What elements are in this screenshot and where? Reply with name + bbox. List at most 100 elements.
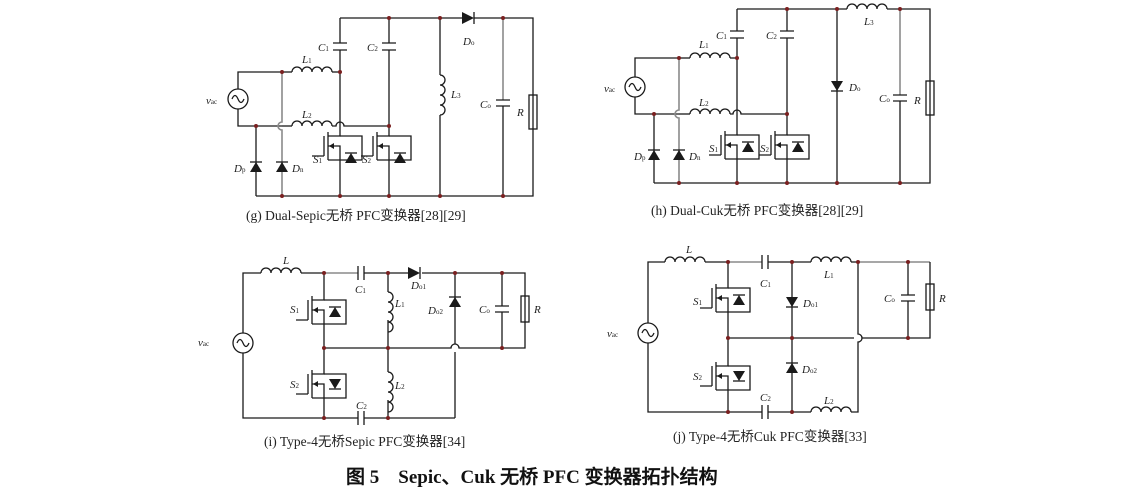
svg-text:Do2: Do2 xyxy=(427,305,443,317)
resistor-r-icon xyxy=(925,283,935,311)
svg-text:L2: L2 xyxy=(698,97,709,109)
svg-text:L1: L1 xyxy=(394,298,405,310)
svg-text:R: R xyxy=(516,107,524,119)
diode-dn-icon xyxy=(275,161,289,173)
body-diode-s1-icon xyxy=(328,306,342,318)
inductor-l-icon xyxy=(260,267,302,274)
svg-text:S2: S2 xyxy=(290,379,300,391)
inductor-l1-icon xyxy=(810,256,852,263)
svg-text:Dn: Dn xyxy=(688,151,701,163)
svg-text:Dn: Dn xyxy=(291,163,304,175)
inductor-l1-icon xyxy=(387,291,394,333)
ac-source-icon xyxy=(624,76,646,98)
inductor-l1-icon xyxy=(291,66,333,73)
svg-text:vac: vac xyxy=(607,328,618,340)
figure-title: 图 5 Sepic、Cuk 无桥 PFC 变换器拓扑结构 xyxy=(346,465,718,488)
caption-h: (h) Dual-Cuk无桥 PFC变换器[28][29] xyxy=(651,203,863,218)
resistor-r-icon xyxy=(528,94,538,130)
body-diode-s1-icon xyxy=(741,141,755,153)
svg-text:S1: S1 xyxy=(709,143,719,155)
svg-text:L2: L2 xyxy=(394,380,405,392)
diode-do-icon xyxy=(830,80,844,92)
diode-do2-icon xyxy=(448,296,462,308)
svg-text:Co: Co xyxy=(879,93,890,105)
diode-do1-icon xyxy=(407,266,421,280)
diode-do2-icon xyxy=(785,362,799,374)
inductor-l2-icon xyxy=(810,406,852,413)
svg-text:Do2: Do2 xyxy=(801,364,817,376)
caption-i: (i) Type-4无桥Sepic PFC变换器[34] xyxy=(264,434,465,449)
svg-text:L2: L2 xyxy=(823,395,834,407)
caption-g: (g) Dual-Sepic无桥 PFC变换器[28][29] xyxy=(246,208,466,223)
svg-text:L2: L2 xyxy=(301,109,312,121)
svg-text:R: R xyxy=(533,304,541,316)
svg-text:Dp: Dp xyxy=(633,151,646,163)
inductor-l1-icon xyxy=(689,52,731,59)
svg-text:S1: S1 xyxy=(693,296,703,308)
svg-text:S2: S2 xyxy=(760,143,770,155)
svg-text:R: R xyxy=(938,293,946,305)
svg-text:Do: Do xyxy=(848,82,861,94)
svg-text:C1: C1 xyxy=(760,278,771,290)
panel-i-type4-sepic: vac L L1 L2 C1 C2 Co R Do1 Do2 S1 S2 (i)… xyxy=(198,255,541,449)
svg-text:S2: S2 xyxy=(362,154,372,166)
resistor-r-icon xyxy=(520,295,530,323)
svg-text:C2: C2 xyxy=(367,42,378,54)
mosfet-s1-icon xyxy=(295,289,347,335)
svg-text:Do1: Do1 xyxy=(802,298,818,310)
ac-source-icon xyxy=(637,322,659,344)
svg-text:Dp: Dp xyxy=(233,163,246,175)
inductor-l2-icon xyxy=(291,120,333,127)
svg-text:S2: S2 xyxy=(693,371,703,383)
svg-text:L3: L3 xyxy=(450,89,461,101)
inductor-l3-icon xyxy=(439,74,446,116)
svg-text:Co: Co xyxy=(480,99,491,111)
ac-source-icon xyxy=(232,332,254,354)
mosfet-s2-icon xyxy=(295,363,347,409)
ac-source-icon xyxy=(227,88,249,110)
diode-do1-icon xyxy=(785,296,799,308)
svg-text:Co: Co xyxy=(884,293,895,305)
svg-text:Co: Co xyxy=(479,304,490,316)
svg-text:L3: L3 xyxy=(863,16,874,28)
inductor-l2-icon xyxy=(387,371,394,413)
svg-text:C2: C2 xyxy=(356,400,367,412)
resistor-r-icon xyxy=(925,80,935,116)
panel-h-dual-cuk: vac L1 L2 L3 C1 C2 Co R Do Dp Dn S1 S2 (… xyxy=(604,3,935,218)
panel-j-type4-cuk: vac L L1 L2 C1 C2 Co R Do1 Do2 S1 S2 (j)… xyxy=(607,244,946,444)
svg-text:C2: C2 xyxy=(760,392,771,404)
body-diode-s1-icon xyxy=(732,294,746,306)
svg-text:S1: S1 xyxy=(290,304,300,316)
svg-text:Do: Do xyxy=(462,36,475,48)
diode-dp-icon xyxy=(249,161,263,173)
body-diode-s2-icon xyxy=(328,378,342,390)
inductor-l3-icon xyxy=(846,3,888,10)
svg-text:L1: L1 xyxy=(698,39,709,51)
diode-dn-icon xyxy=(672,149,686,161)
svg-text:Do1: Do1 xyxy=(410,280,426,292)
svg-text:vac: vac xyxy=(206,95,217,107)
svg-text:L1: L1 xyxy=(823,269,834,281)
svg-text:L: L xyxy=(685,244,692,256)
mosfet-s2-icon xyxy=(699,355,751,401)
svg-text:R: R xyxy=(913,95,921,107)
inductor-l-icon xyxy=(664,256,706,263)
inductor-l2-icon xyxy=(689,108,731,115)
svg-text:vac: vac xyxy=(198,337,209,349)
body-diode-s2-icon xyxy=(393,152,407,164)
svg-text:C2: C2 xyxy=(766,30,777,42)
svg-text:C1: C1 xyxy=(355,284,366,296)
caption-j: (j) Type-4无桥Cuk PFC变换器[33] xyxy=(673,429,867,444)
diode-do-icon xyxy=(461,11,475,25)
svg-text:L: L xyxy=(282,255,289,267)
svg-text:C1: C1 xyxy=(716,30,727,42)
body-diode-s2-icon xyxy=(732,370,746,382)
mosfet-s1-icon xyxy=(699,277,751,323)
body-diode-s2-icon xyxy=(791,141,805,153)
body-diode-s1-icon xyxy=(344,152,358,164)
svg-text:L1: L1 xyxy=(301,54,312,66)
svg-text:S1: S1 xyxy=(313,154,323,166)
diode-dp-icon xyxy=(647,149,661,161)
panel-g-dual-sepic: vac L1 L2 L3 C1 C2 Co R Do Dp Dn S1 S2 (… xyxy=(206,11,538,223)
